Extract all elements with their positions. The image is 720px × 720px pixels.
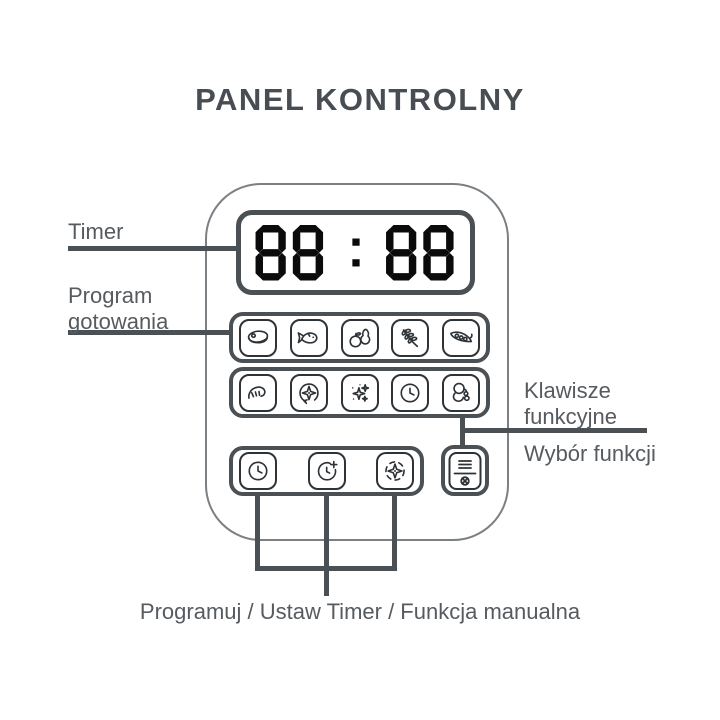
timer-display bbox=[236, 210, 475, 295]
program-fish-button[interactable] bbox=[289, 318, 328, 357]
program-peas-button[interactable] bbox=[442, 318, 480, 357]
label-timer: Timer bbox=[68, 219, 124, 244]
label-cooking-program: Program gotowania bbox=[68, 283, 169, 334]
function-baby-button[interactable] bbox=[442, 373, 480, 412]
program-steak-button[interactable] bbox=[239, 318, 277, 357]
label-bottom-caption: Programuj / Ustaw Timer / Funkcja manual… bbox=[139, 599, 581, 624]
bottom-leader-vline-1 bbox=[255, 494, 260, 571]
manual-clock-button[interactable] bbox=[239, 452, 277, 490]
manual-buttons-row bbox=[229, 446, 424, 496]
bottom-leader-vline-3 bbox=[392, 494, 397, 571]
timer-plus-icon bbox=[313, 457, 341, 485]
blend-icon bbox=[381, 457, 409, 485]
clock-icon bbox=[244, 457, 272, 485]
manual-blend-button[interactable] bbox=[376, 452, 414, 490]
label-function-keys: Klawisze funkcyjne bbox=[524, 378, 617, 429]
function-croissant-button[interactable] bbox=[239, 373, 277, 412]
bottom-leader-hline bbox=[255, 566, 397, 571]
steak-icon bbox=[244, 324, 272, 352]
fruit-icon bbox=[346, 324, 374, 352]
function-select-button[interactable] bbox=[441, 445, 489, 496]
timer-leader-line bbox=[68, 246, 240, 251]
program-grain-button[interactable] bbox=[391, 318, 430, 357]
grain-icon bbox=[396, 324, 424, 352]
baby-icon bbox=[447, 379, 475, 407]
page-title: PANEL KONTROLNY bbox=[195, 82, 525, 117]
peas-icon bbox=[447, 324, 475, 352]
function-keys-row bbox=[229, 367, 490, 418]
function-mix-button[interactable] bbox=[289, 373, 328, 412]
program-fruit-button[interactable] bbox=[340, 318, 379, 357]
program-leader-line bbox=[68, 330, 231, 335]
mix-icon bbox=[295, 379, 323, 407]
fish-icon bbox=[295, 324, 323, 352]
sparkles-icon bbox=[346, 379, 374, 407]
function-clock-button[interactable] bbox=[391, 373, 430, 412]
function-keys-leader-hline bbox=[462, 428, 647, 433]
label-function-select: Wybór funkcji bbox=[524, 441, 656, 466]
clock-icon bbox=[396, 379, 424, 407]
manual-timer-plus-button[interactable] bbox=[307, 452, 346, 490]
croissant-icon bbox=[244, 379, 272, 407]
menu-cancel-icon bbox=[447, 451, 483, 491]
program-buttons-row bbox=[229, 312, 490, 363]
bottom-leader-vline-2 bbox=[324, 494, 329, 596]
function-sparkles-button[interactable] bbox=[340, 373, 379, 412]
